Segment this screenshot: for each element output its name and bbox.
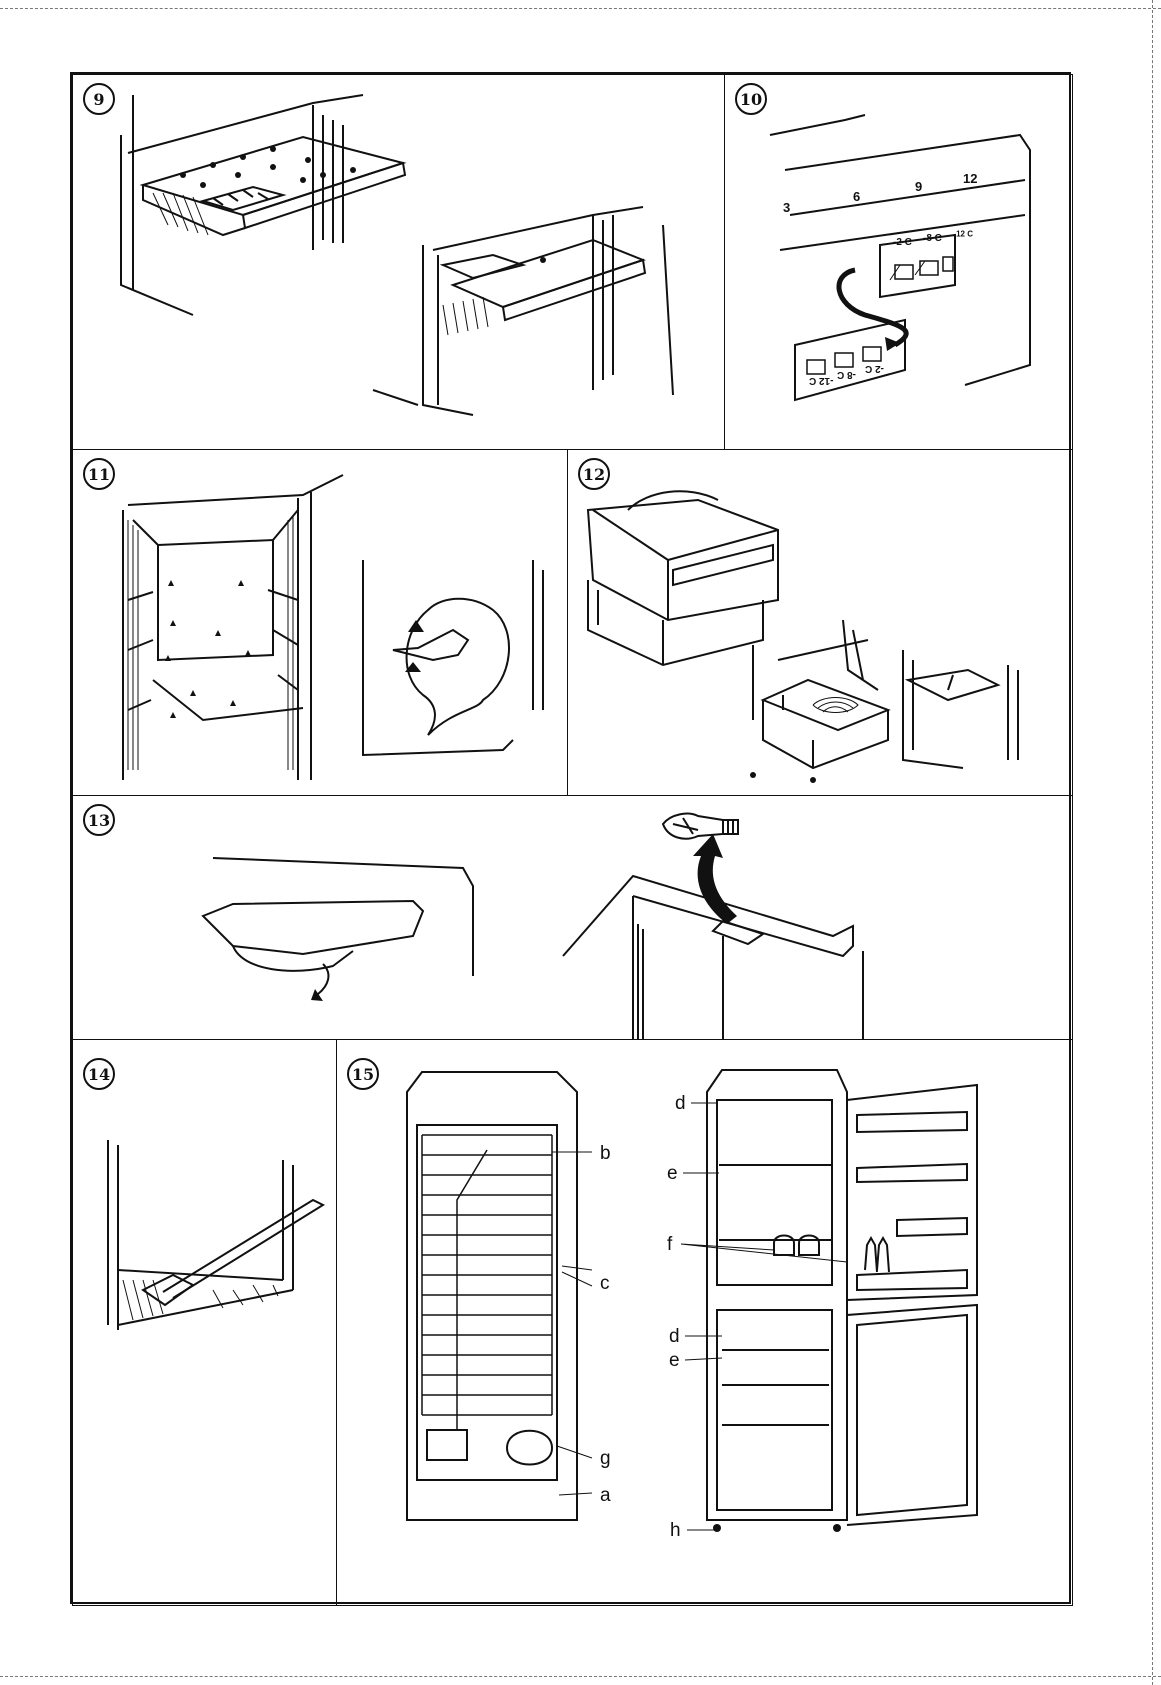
panel-15-appliance-parts: 15 xyxy=(336,1039,1073,1606)
label-g: g xyxy=(600,1449,611,1468)
selector-label-minus2: -2 C xyxy=(893,237,912,248)
flipped-label-minus2: -2 C xyxy=(865,363,884,374)
dial-mark-12: 12 xyxy=(963,171,977,186)
dial-mark-6: 6 xyxy=(853,189,860,204)
panel-14-drain-cleaning: 14 xyxy=(72,1039,337,1606)
label-a: a xyxy=(600,1486,611,1505)
ice-tray-illustration xyxy=(73,75,725,450)
selector-label-minus12: -12 C xyxy=(953,230,973,239)
instruction-sheet: 9 xyxy=(70,72,1071,1604)
label-h: h xyxy=(670,1521,681,1540)
label-c: c xyxy=(600,1274,610,1293)
panel-12-drawers: 12 xyxy=(567,449,1073,796)
panel-9-ice-tray: 9 xyxy=(72,74,725,450)
flipped-label-minus8: -8 C xyxy=(837,369,856,380)
defrost-illustration xyxy=(73,450,568,796)
page-bottom-dash xyxy=(0,1676,1161,1677)
thermostat-illustration xyxy=(725,75,1073,450)
selector-label-minus8: -8 C xyxy=(923,233,942,244)
label-e-bottom: e xyxy=(669,1351,680,1370)
panel-11-defrost: 11 xyxy=(72,449,568,796)
panel-10-thermostat: 10 3 6 9 12 -2 C -8 C -12 C -12 C xyxy=(724,74,1073,450)
label-d-top: d xyxy=(675,1094,686,1113)
label-b: b xyxy=(600,1144,611,1163)
drawers-illustration xyxy=(568,450,1073,796)
dial-mark-3: 3 xyxy=(783,200,790,215)
light-bulb-illustration xyxy=(73,796,1073,1040)
flipped-label-minus12: -12 C xyxy=(809,375,833,386)
label-e-top: e xyxy=(667,1164,678,1183)
page-top-dash xyxy=(0,8,1161,9)
drain-cleaning-illustration xyxy=(73,1040,337,1606)
label-d-bottom: d xyxy=(669,1327,680,1346)
dial-mark-9: 9 xyxy=(915,179,922,194)
label-f: f xyxy=(667,1235,672,1254)
appliance-parts-illustration xyxy=(337,1040,1073,1606)
page-right-dash xyxy=(1152,0,1153,1685)
panel-13-light-bulb: 13 xyxy=(72,795,1073,1040)
